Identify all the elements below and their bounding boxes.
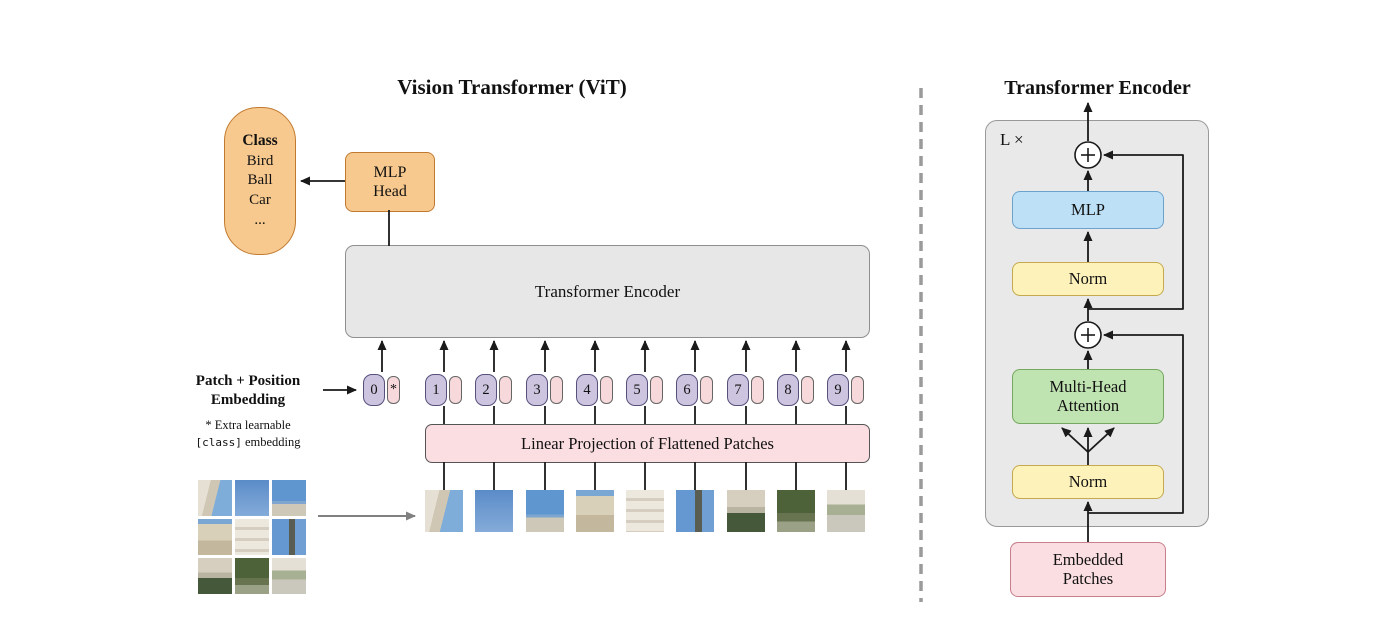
class-item: Bird [246,152,274,169]
patch-pill [499,376,512,404]
patch-pill [600,376,613,404]
position-pill: 0 [363,374,385,406]
image-patch-6 [676,490,714,532]
mlp-head-line1: MLP [373,163,407,181]
class-item: Car [249,192,271,209]
embedded-patches-box: Embedded Patches [1010,542,1166,597]
position-pill: 4 [576,374,598,406]
image-grid-cell [272,519,306,555]
encoder-detail-title: Transformer Encoder [1004,77,1191,99]
mlp-head-line2: Head [373,183,407,200]
image-grid-cell [198,480,232,516]
image-grid-cell [235,558,269,594]
embedding-token-5: 5 [626,374,663,406]
position-pill: 3 [526,374,548,406]
patch-pill [751,376,764,404]
image-grid-cell [272,558,306,594]
image-patch-3 [526,490,564,532]
image-grid-cell [198,558,232,594]
image-patch-5 [626,490,664,532]
embedding-token-1: 1 [425,374,462,406]
patch-pill [851,376,864,404]
patch-pill [801,376,814,404]
embedding-token-3: 3 [526,374,563,406]
patch-pill [650,376,663,404]
image-patch-1 [425,490,463,532]
position-pill: 6 [676,374,698,406]
mlp-head-box: MLP Head [345,152,435,212]
embedding-token-6: 6 [676,374,713,406]
position-pill: 8 [777,374,799,406]
transformer-encoder-box: Transformer Encoder [345,245,870,338]
note-line1: * Extra learnable [205,418,291,432]
embedded-line2: Patches [1062,568,1114,588]
loop-count-label: L × [1000,130,1024,149]
patch-pill [700,376,713,404]
position-pill: 5 [626,374,648,406]
note-line2: [class] embedding [178,434,318,451]
embedding-token-7: 7 [727,374,764,406]
embedding-token-4: 4 [576,374,613,406]
mlp-box-label: MLP [1071,199,1105,219]
embedding-token-2: 2 [475,374,512,406]
image-grid-cell [235,480,269,516]
norm-box-bottom: Norm [1012,465,1164,499]
embedding-token-8: 8 [777,374,814,406]
image-patch-7 [727,490,765,532]
image-patch-8 [777,490,815,532]
embedding-token-9: 9 [827,374,864,406]
class-token-code: [class] [195,435,242,449]
class-item-ellipsis: ... [254,212,266,229]
image-patch-4 [576,490,614,532]
class-embedding-note: * Extra learnable [class] embedding [178,417,318,451]
linear-projection-label: Linear Projection of Flattened Patches [521,433,774,453]
patch-position-line2: Embedding [210,391,286,408]
class-item: Ball [247,172,273,189]
transformer-encoder-label: Transformer Encoder [534,281,681,301]
patch-position-embedding-label: Patch + Position Embedding [178,372,318,410]
patch-position-line1: Patch + Position [195,373,301,389]
image-patch-9 [827,490,865,532]
embedding-token-0: 0 * [363,374,400,406]
class-patch-pill: * [387,376,400,404]
embedded-line1: Embedded [1052,549,1124,569]
mlp-box: MLP [1012,191,1164,229]
mha-line2: Attention [1056,395,1120,415]
position-pill: 9 [827,374,849,406]
vit-title: Vision Transformer (ViT) [397,75,627,99]
source-image-grid [198,480,306,594]
image-grid-cell [272,480,306,516]
patch-pill [550,376,563,404]
norm-box-top: Norm [1012,262,1164,296]
position-pill: 7 [727,374,749,406]
position-pill: 1 [425,374,447,406]
multi-head-attention-box: Multi-Head Attention [1012,369,1164,424]
mha-line1: Multi-Head [1049,376,1127,396]
image-patch-2 [475,490,513,532]
class-output-bubble: Class Bird Ball Car ... [224,107,296,255]
note-rest: embedding [241,434,301,449]
norm-bottom-label: Norm [1068,471,1108,491]
position-pill: 2 [475,374,497,406]
patch-pill [449,376,462,404]
linear-projection-box: Linear Projection of Flattened Patches [425,424,870,463]
class-label: Class [242,132,278,150]
image-grid-cell [235,519,269,555]
norm-top-label: Norm [1068,268,1108,288]
image-grid-cell [198,519,232,555]
